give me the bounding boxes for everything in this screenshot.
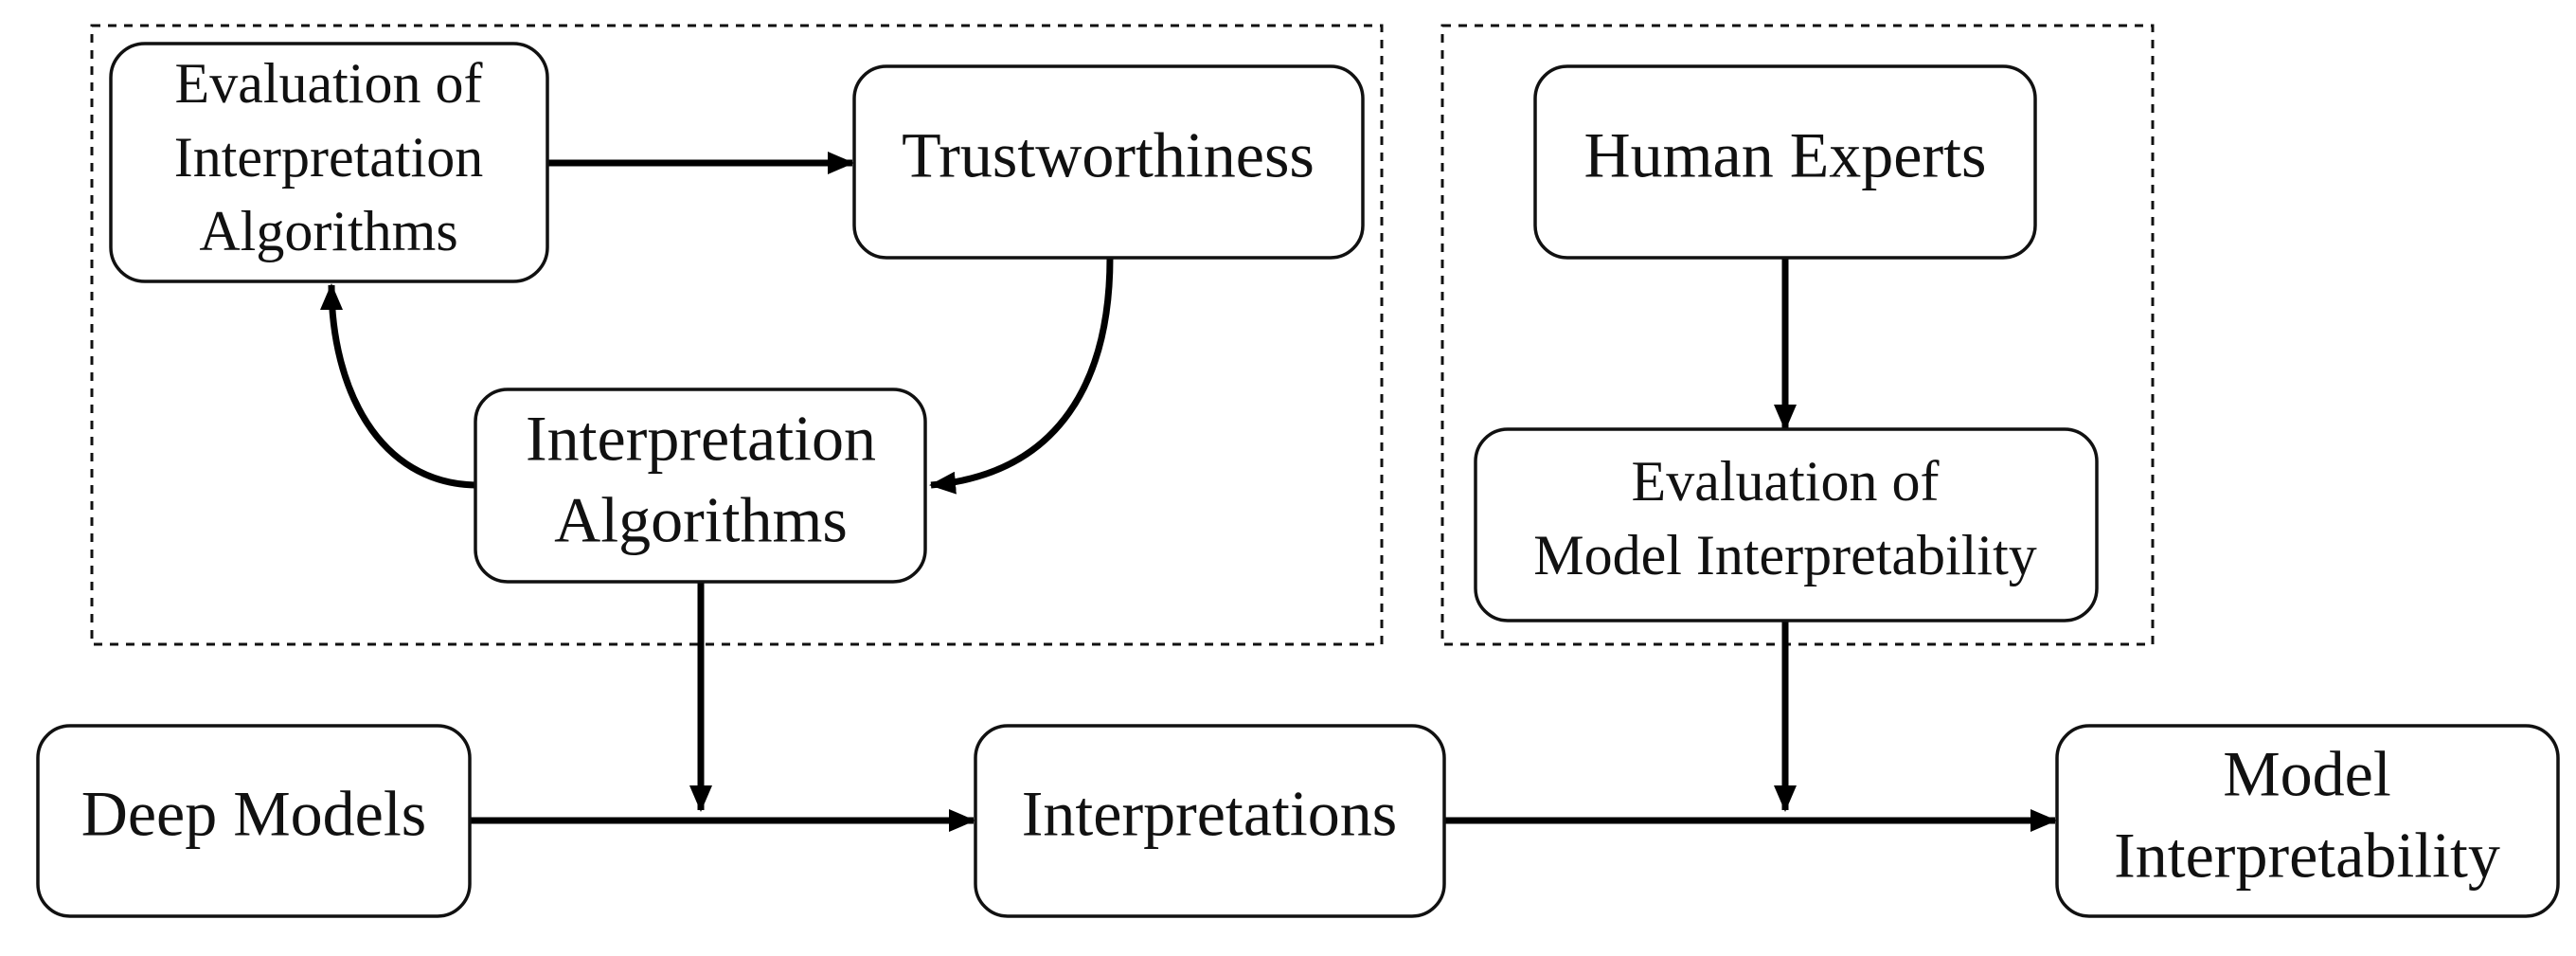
node-model-interp-line-2: Interpretability [2114,820,2500,892]
node-human-experts-label: Human Experts [1584,119,1987,191]
node-eval-model-interp: Evaluation of Model Interpretability [1474,427,2099,622]
node-model-interp-line-1: Model [2223,738,2391,810]
edge-trustworthiness-to-interp-algos [929,257,1114,495]
node-trustworthiness: Trustworthiness [852,64,1365,260]
node-interp-algos-line-1: Interpretation [526,403,876,475]
node-human-experts: Human Experts [1533,64,2037,260]
node-interp-algos: Interpretation Algorithms [474,388,927,584]
node-interpretations: Interpretations [974,724,1446,918]
node-model-interp: Model Interpretability [2055,724,2560,918]
node-eval-interp-algos: Evaluation of Interpretation Algorithms [109,42,549,283]
group-human-evaluation [1440,24,2155,646]
node-eval-model-interp-line-1: Evaluation of [1632,450,1940,513]
node-eval-interp-algos-line-3: Algorithms [199,200,457,262]
node-eval-interp-algos-line-2: Interpretation [174,126,484,189]
node-trustworthiness-label: Trustworthiness [902,119,1315,191]
node-interpretations-label: Interpretations [1022,778,1398,850]
node-deep-models: Deep Models [36,724,472,918]
edge-interp-algos-to-eval [320,283,476,489]
node-interp-algos-line-2: Algorithms [554,484,848,556]
node-deep-models-label: Deep Models [81,778,426,850]
group-interpretation-algorithms [90,24,1384,646]
node-eval-interp-algos-line-1: Evaluation of [175,52,483,115]
node-eval-model-interp-line-2: Model Interpretability [1533,524,2037,586]
